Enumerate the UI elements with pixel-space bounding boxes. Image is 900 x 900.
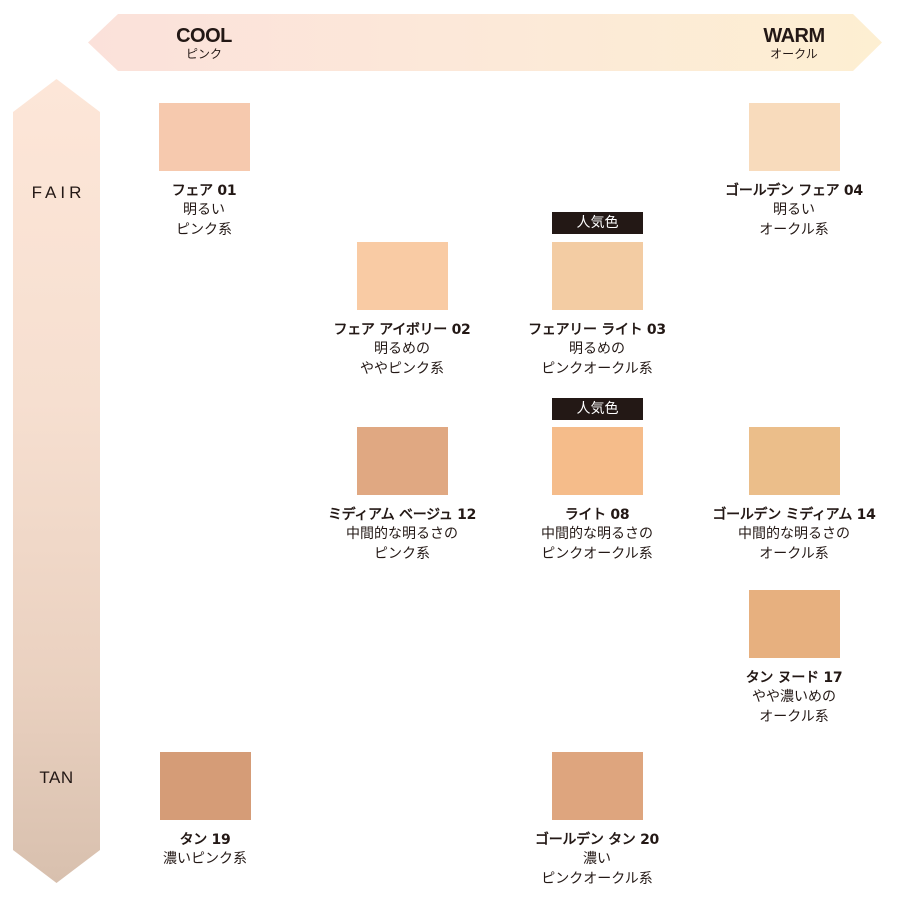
shade-desc-line1: 中間的な明るさの (346, 526, 458, 542)
shade-desc-line2: ややピンク系 (360, 361, 444, 377)
shade-desc-line1: 中間的な明るさの (541, 526, 653, 542)
axis-label-tan: TAN (39, 768, 74, 787)
shade-card-03: フェアリー ライト 03 明るめの ピンクオークル系 (507, 242, 687, 379)
shade-name: タン 19 (179, 832, 231, 848)
shade-swatch-19 (159, 752, 251, 820)
shade-desc-line2: ピンクオークル系 (541, 361, 653, 377)
shade-swatch-17 (748, 590, 840, 658)
shade-desc-line1: 明るめの (374, 341, 430, 357)
shade-name: ゴールデン タン 20 (535, 832, 659, 848)
shade-swatch-20 (551, 752, 643, 820)
shade-card-14: ゴールデン ミディアム 14 中間的な明るさの オークル系 (704, 427, 884, 564)
shade-swatch-01 (158, 103, 250, 171)
shade-swatch-08 (551, 427, 643, 495)
shade-card-12: ミディアム ベージュ 12 中間的な明るさの ピンク系 (312, 427, 492, 564)
shade-name: ライト 08 (564, 507, 630, 523)
shade-name: ゴールデン フェア 04 (725, 183, 863, 199)
axis-label-fair: FAIR (31, 183, 86, 202)
shade-desc-line1: 明るめの (569, 341, 625, 357)
popular-badge-03: 人気色 (552, 212, 643, 234)
shade-name: フェア アイボリー 02 (333, 322, 471, 338)
axis-label-warm: WARM オークル (754, 26, 834, 60)
shade-name: フェアリー ライト 03 (528, 322, 666, 338)
axis-label-warm-en: WARM (763, 25, 825, 47)
shade-desc-line1: やや濃いめの (752, 689, 836, 705)
shade-swatch-02 (356, 242, 448, 310)
shade-name: フェア 01 (171, 183, 237, 199)
shade-name: ゴールデン ミディアム 14 (712, 507, 876, 523)
shade-desc-line2: ピンク系 (176, 222, 232, 238)
fair-tan-axis-bar (13, 79, 100, 883)
shade-desc-line1: 明るい (773, 202, 815, 218)
shade-swatch-14 (748, 427, 840, 495)
cool-warm-axis-bar (88, 14, 882, 71)
shade-card-01: フェア 01 明るい ピンク系 (114, 103, 294, 240)
shade-swatch-03 (551, 242, 643, 310)
shade-desc-line2: オークル系 (759, 546, 829, 562)
axis-label-warm-jp: オークル (770, 47, 818, 61)
shade-card-20: ゴールデン タン 20 濃い ピンクオークル系 (507, 752, 687, 889)
shade-card-19: タン 19 濃いピンク系 (115, 752, 295, 869)
shade-desc-line2: オークル系 (759, 222, 829, 238)
popular-badge-08: 人気色 (552, 398, 643, 420)
shade-desc-line2: ピンク系 (374, 546, 430, 562)
shade-card-17: タン ヌード 17 やや濃いめの オークル系 (704, 590, 884, 727)
shade-desc-line1: 濃いピンク系 (163, 851, 247, 867)
shade-desc-line1: 濃い (583, 851, 611, 867)
shade-name: タン ヌード 17 (745, 670, 843, 686)
shade-desc-line1: 中間的な明るさの (738, 526, 850, 542)
shade-swatch-12 (356, 427, 448, 495)
axis-label-cool-jp: ピンク (185, 47, 222, 61)
shade-swatch-04 (748, 103, 840, 171)
shade-desc-line2: ピンクオークル系 (541, 546, 653, 562)
shade-card-08: ライト 08 中間的な明るさの ピンクオークル系 (507, 427, 687, 564)
shade-desc-line1: 明るい (183, 202, 225, 218)
shade-desc-line2: ピンクオークル系 (541, 871, 653, 887)
shade-card-02: フェア アイボリー 02 明るめの ややピンク系 (312, 242, 492, 379)
shade-name: ミディアム ベージュ 12 (327, 507, 477, 523)
shade-card-04: ゴールデン フェア 04 明るい オークル系 (704, 103, 884, 240)
axis-label-cool: COOL ピンク (164, 26, 244, 60)
shade-desc-line2: オークル系 (759, 709, 829, 725)
axis-label-cool-en: COOL (176, 25, 232, 47)
